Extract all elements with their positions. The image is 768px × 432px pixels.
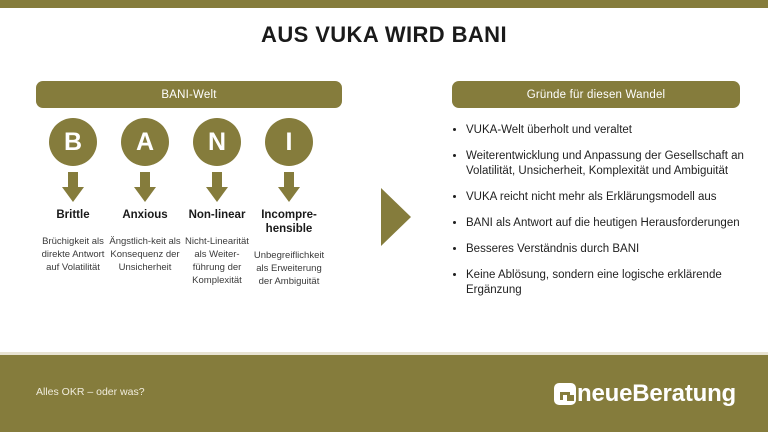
section-header-bani-welt: BANI-Welt bbox=[36, 81, 342, 108]
list-item: BANI als Antwort auf die heutigen Heraus… bbox=[452, 216, 744, 231]
bani-letter-circle: N bbox=[193, 118, 241, 166]
bani-term: Non-linear bbox=[188, 209, 246, 221]
bani-term: Anxious bbox=[122, 209, 168, 221]
top-accent-bar bbox=[0, 0, 768, 8]
list-item: Keine Ablösung, sondern eine logische er… bbox=[452, 268, 744, 298]
bani-letter-circle: A bbox=[121, 118, 169, 166]
list-item-label: BANI als Antwort auf die heutigen Heraus… bbox=[466, 217, 740, 229]
bani-description: Unbegreiflichkeit als Erweiterung der Am… bbox=[253, 250, 325, 287]
bani-letter-circle: B bbox=[49, 118, 97, 166]
list-item-label: Besseres Verständnis durch BANI bbox=[466, 243, 640, 255]
list-item-label: VUKA-Welt überholt und veraltet bbox=[466, 124, 632, 136]
bani-column: A Anxious Ängstlich-keit als Konsequenz … bbox=[107, 118, 183, 274]
list-item-label: Keine Ablösung, sondern eine logische er… bbox=[466, 269, 722, 296]
footer-note: Alles OKR – oder was? bbox=[36, 386, 145, 398]
bani-description: Nicht-Linearität als Weiter-führung der … bbox=[185, 236, 249, 286]
logo-text: neueBeratung bbox=[577, 380, 736, 407]
bani-letter-circle: I bbox=[265, 118, 313, 166]
bani-description: Ängstlich-keit als Konsequenz der Unsich… bbox=[109, 236, 181, 273]
bullet-icon bbox=[453, 273, 456, 276]
bullet-icon bbox=[453, 154, 456, 157]
brand-logo: neueBeratung bbox=[554, 380, 736, 408]
footer-divider bbox=[0, 352, 768, 355]
list-item-label: VUKA reicht nicht mehr als Erklärungsmod… bbox=[466, 191, 717, 203]
bani-term: Incompre-hensible bbox=[261, 209, 317, 235]
bullet-icon bbox=[453, 247, 456, 250]
arrow-down-icon bbox=[203, 172, 231, 202]
footer-bar bbox=[0, 355, 768, 432]
list-item: VUKA reicht nicht mehr als Erklärungsmod… bbox=[452, 190, 744, 205]
section-header-bani-welt-label: BANI-Welt bbox=[161, 88, 217, 101]
bani-description: Brüchigkeit als direkte Antwort auf Vola… bbox=[41, 236, 105, 273]
arrow-down-icon bbox=[131, 172, 159, 202]
section-header-gruende: Gründe für diesen Wandel bbox=[452, 81, 740, 108]
bani-column: N Non-linear Nicht-Linearität als Weiter… bbox=[179, 118, 255, 287]
bullet-icon bbox=[453, 195, 456, 198]
bani-column: B Brittle Brüchigkeit als direkte Antwor… bbox=[35, 118, 111, 274]
reasons-list: VUKA-Welt überholt und veraltet Weiteren… bbox=[452, 123, 744, 309]
bani-term: Brittle bbox=[56, 209, 90, 221]
bani-column: I Incompre-hensible Unbegreiflichkeit al… bbox=[251, 118, 327, 288]
list-item: Besseres Verständnis durch BANI bbox=[452, 242, 744, 257]
list-item: VUKA-Welt überholt und veraltet bbox=[452, 123, 744, 138]
page-title: AUS VUKA WIRD BANI bbox=[261, 22, 507, 47]
list-item: Weiterentwicklung und Anpassung der Gese… bbox=[452, 149, 744, 179]
bani-columns: B Brittle Brüchigkeit als direkte Antwor… bbox=[36, 118, 362, 343]
logo-mark-icon bbox=[554, 383, 577, 405]
right-arrow-icon bbox=[381, 188, 411, 246]
section-header-gruende-label: Gründe für diesen Wandel bbox=[526, 88, 666, 101]
list-item-label: Weiterentwicklung und Anpassung der Gese… bbox=[466, 150, 744, 177]
arrow-down-icon bbox=[275, 172, 303, 202]
bullet-icon bbox=[453, 128, 456, 131]
bullet-icon bbox=[453, 221, 456, 224]
arrow-down-icon bbox=[59, 172, 87, 202]
